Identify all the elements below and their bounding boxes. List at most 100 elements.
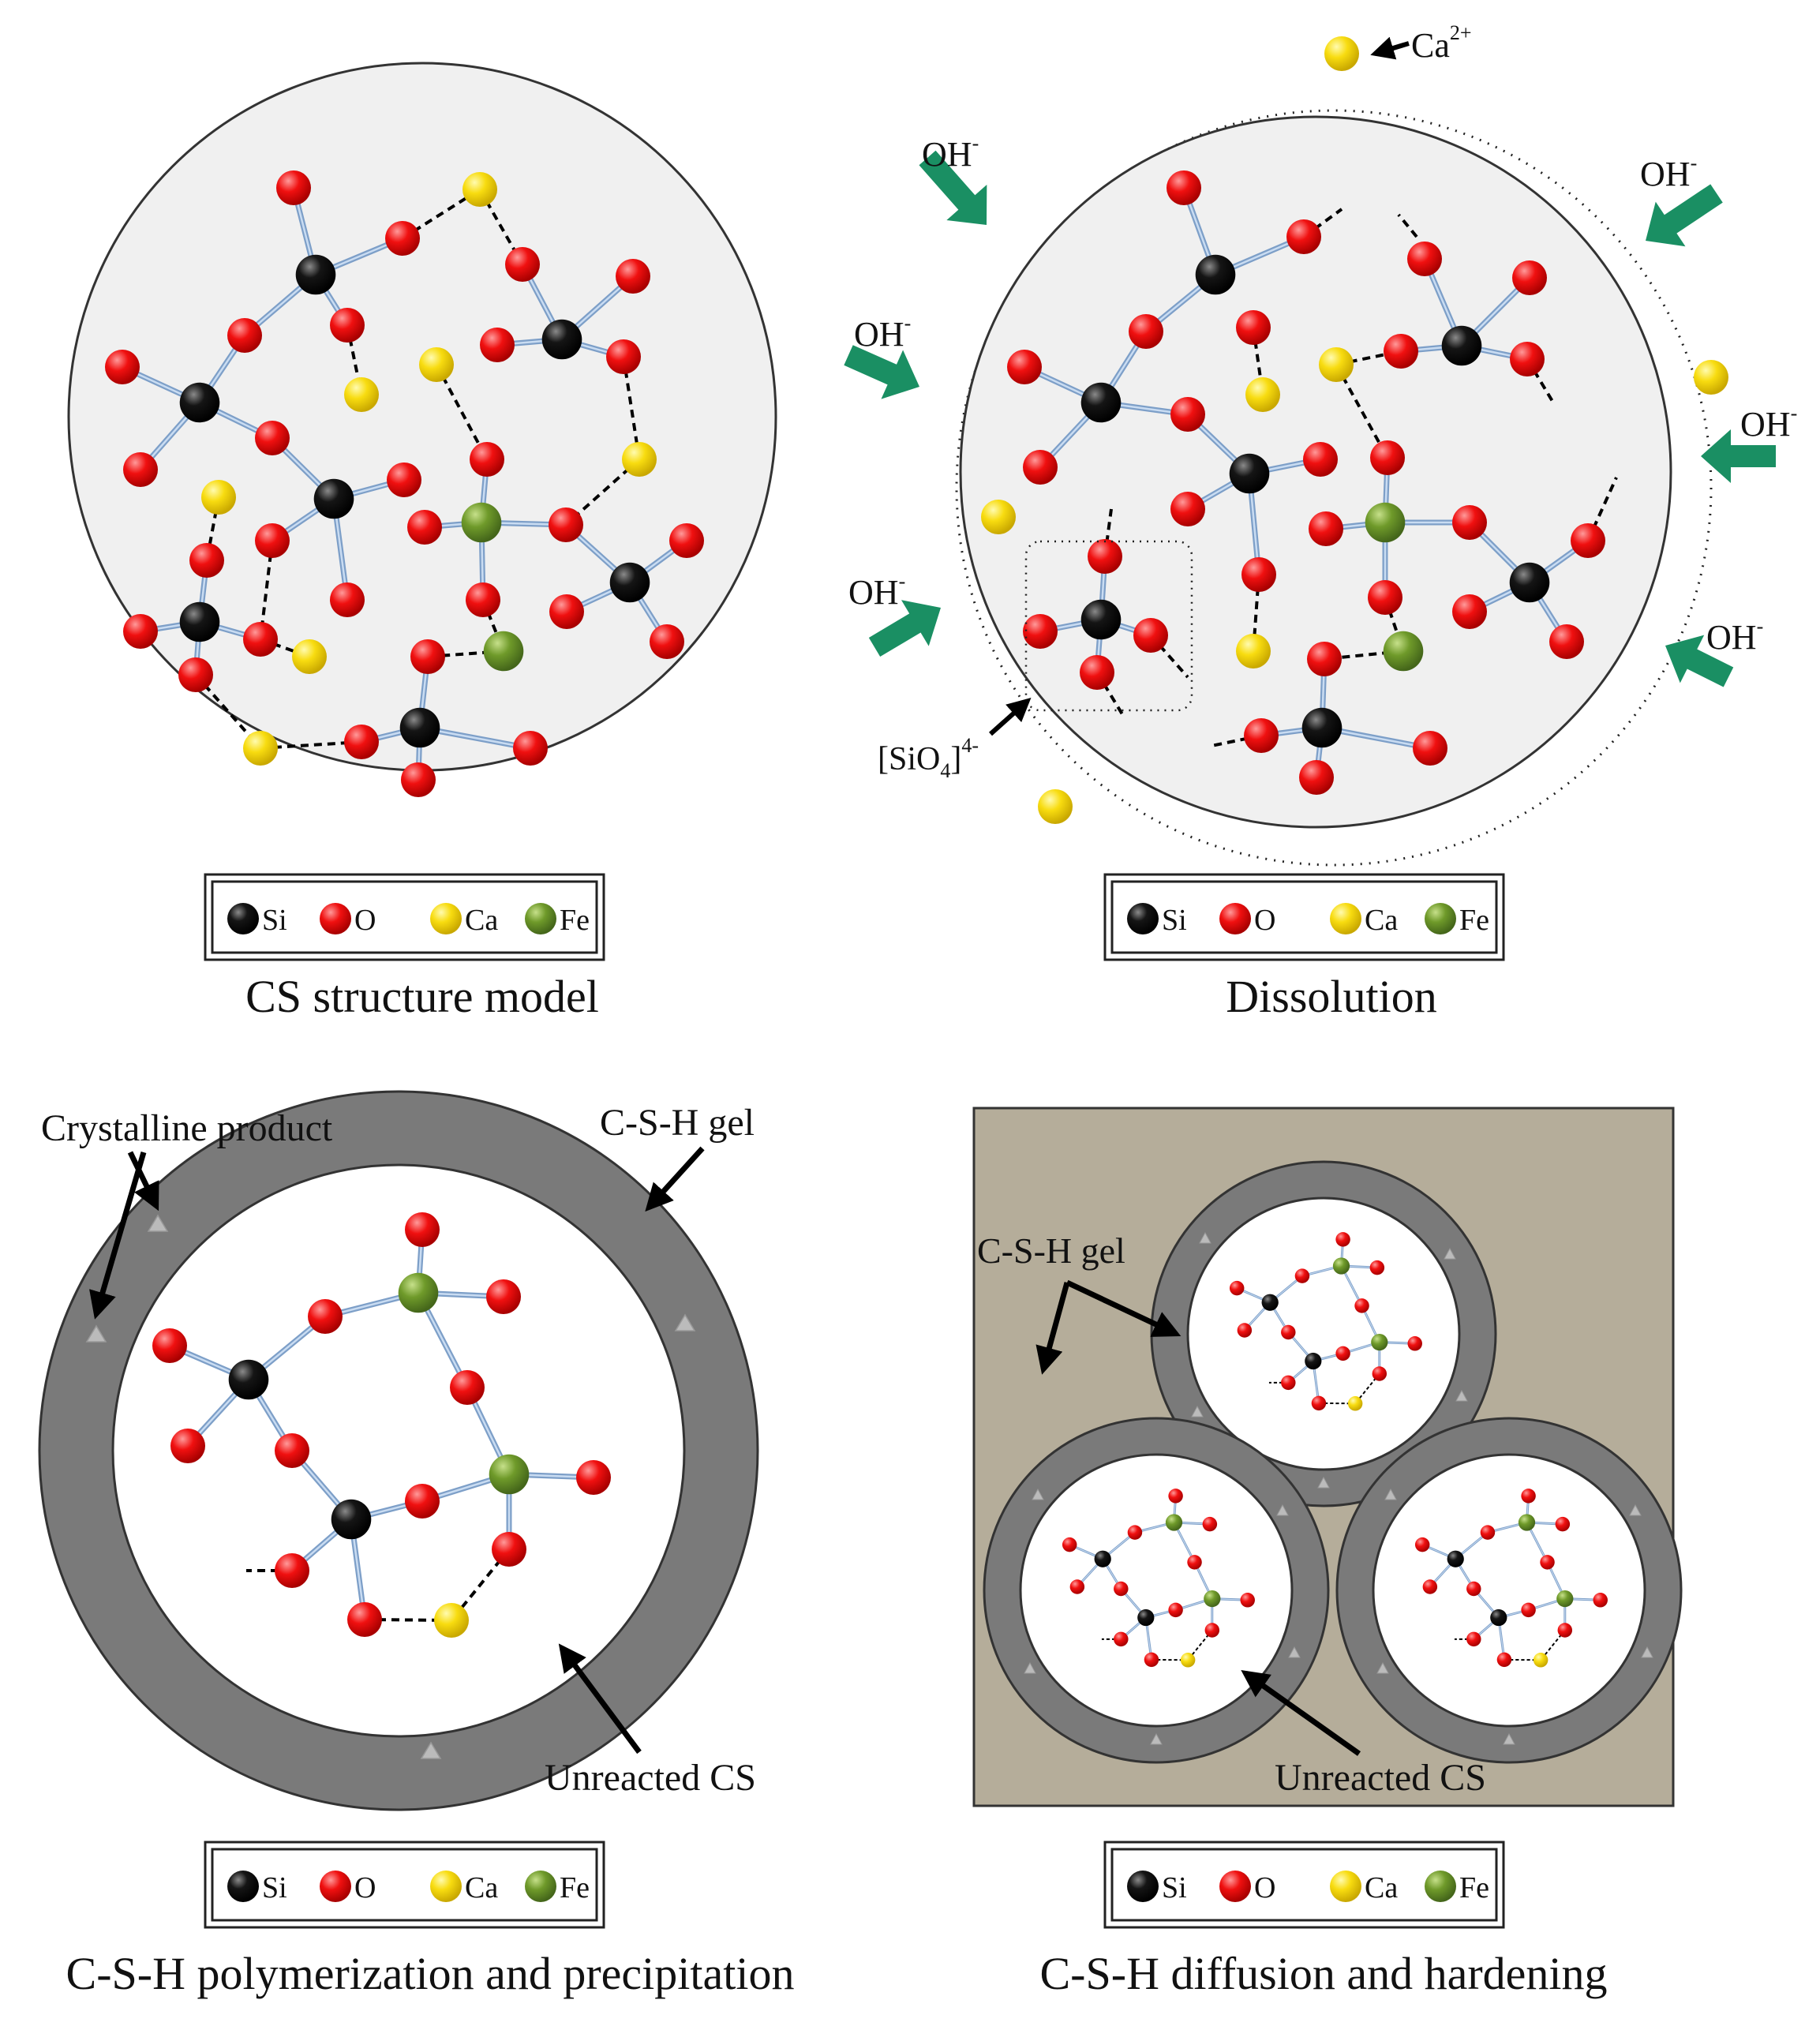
iron-atom <box>1556 1590 1574 1608</box>
legend-swatch-ca <box>1330 903 1361 934</box>
oxygen-atom <box>1407 1336 1422 1351</box>
oxygen-atom <box>1368 580 1402 615</box>
oxygen-atom <box>1281 1375 1296 1391</box>
oxygen-atom <box>1335 1346 1350 1361</box>
oxygen-atom <box>405 1212 440 1247</box>
calcium-atom <box>1347 1396 1363 1411</box>
iron-atom <box>1518 1514 1536 1531</box>
oxygen-atom <box>505 247 540 282</box>
silicon-atom <box>1490 1608 1507 1627</box>
crystal-triangle <box>1629 1504 1642 1516</box>
silicon-atom <box>541 319 582 360</box>
oxygen-atom <box>330 582 365 617</box>
oxygen-atom <box>1240 1593 1255 1608</box>
oxygen-atom <box>1127 1525 1143 1540</box>
oxygen-atom <box>1557 1623 1573 1638</box>
unreacted-cs-label: Unreacted CS <box>1275 1757 1486 1799</box>
oxygen-atom <box>486 1279 521 1314</box>
crystal-triangle <box>1641 1646 1653 1658</box>
legend-swatch-fe <box>525 903 556 934</box>
calcium-atom <box>1324 36 1359 71</box>
calcium-atom <box>1533 1653 1548 1668</box>
panel-polymerization: Crystalline product C-S-H gel Unreacted … <box>38 1090 794 1999</box>
oxygen-atom <box>1204 1623 1220 1638</box>
oxygen-atom <box>1114 1631 1129 1647</box>
crystal-triangle <box>1317 1476 1330 1489</box>
oxygen-atom <box>105 350 140 384</box>
crystal-triangle <box>1032 1488 1044 1500</box>
legend-label-fe: Fe <box>1459 904 1489 937</box>
oxygen-atom <box>466 582 500 617</box>
crystal-triangle <box>1455 1389 1468 1402</box>
oxygen-atom <box>549 507 583 542</box>
oxygen-atom <box>549 594 584 629</box>
crystal-triangle <box>674 1313 696 1331</box>
oxygen-atom <box>1168 1602 1183 1618</box>
legend-label-fe: Fe <box>560 904 590 937</box>
legend-label-fe: Fe <box>560 1871 590 1904</box>
hydroxide-arrow <box>1646 184 1723 247</box>
oxygen-atom <box>1307 642 1342 676</box>
calcium-atom <box>201 480 236 515</box>
oxygen-atom <box>1521 1602 1536 1618</box>
oxygen-atom <box>576 1460 611 1495</box>
oxygen-atom <box>1466 1581 1481 1597</box>
silicon-atom <box>1229 453 1270 494</box>
panel-caption: Dissolution <box>1226 971 1437 1022</box>
legend-swatch-fe <box>525 1871 556 1902</box>
calcium-atom <box>622 442 657 477</box>
molecule-hardened <box>1229 1232 1422 1411</box>
hydroxide-arrows: OH-OH-OH-OH-OH-OH- <box>844 132 1797 687</box>
csh-arrow <box>1035 1282 1070 1375</box>
molecule-hardened <box>1062 1489 1255 1668</box>
oxygen-atom <box>1281 1324 1296 1340</box>
hydrogen-bond <box>1335 364 1389 459</box>
oxygen-atom <box>330 308 365 343</box>
silicon-atom <box>1094 1550 1111 1567</box>
molecule-dissolving <box>981 36 1728 824</box>
iron-atom <box>461 502 502 543</box>
oxygen-atom <box>1555 1516 1571 1532</box>
oxygen-atom <box>1370 440 1405 475</box>
oxygen-atom <box>1023 450 1058 485</box>
oxygen-atom <box>347 1602 382 1637</box>
crystal-arrow <box>89 1152 147 1320</box>
legend-label-o: O <box>354 1871 376 1904</box>
oxygen-atom <box>1369 1260 1385 1275</box>
calcium-atom <box>462 172 497 207</box>
oxygen-atom <box>344 725 379 759</box>
hydrogen-bond <box>1095 671 1124 716</box>
oxygen-atom <box>1496 1652 1512 1668</box>
silicon-atom <box>179 601 220 642</box>
legend-swatch-fe <box>1425 903 1456 934</box>
silicon-atom <box>1080 382 1122 423</box>
crystal-triangle <box>1150 1732 1163 1745</box>
hydroxide-label: OH- <box>922 132 979 174</box>
hydrogen-bond <box>1149 634 1189 679</box>
oxygen-atom <box>1133 618 1168 653</box>
silicon-atom <box>1447 1550 1464 1567</box>
oxygen-atom <box>1088 539 1122 574</box>
oxygen-atom <box>123 452 158 487</box>
oxygen-atom <box>1294 1268 1310 1283</box>
calcium-atom <box>434 1603 469 1638</box>
oxygen-atom <box>1229 1280 1245 1296</box>
crystal-triangle <box>1288 1646 1301 1658</box>
oxygen-atom <box>1413 731 1447 766</box>
unreacted-core <box>1186 1197 1461 1471</box>
oxygen-atom <box>1237 1323 1253 1338</box>
oxygen-atom <box>1080 655 1114 690</box>
calcium-atom <box>243 731 278 766</box>
oxygen-atom <box>492 1532 526 1567</box>
molecule-polymerizing <box>152 1212 611 1638</box>
crystalline-products <box>85 1214 696 1759</box>
iron-atom <box>1371 1333 1388 1351</box>
oxygen-atom <box>255 523 290 558</box>
hydrogen-bond <box>1211 734 1262 747</box>
hydroxide-arrow <box>1701 429 1776 483</box>
hydrogen-bond <box>1397 213 1418 238</box>
